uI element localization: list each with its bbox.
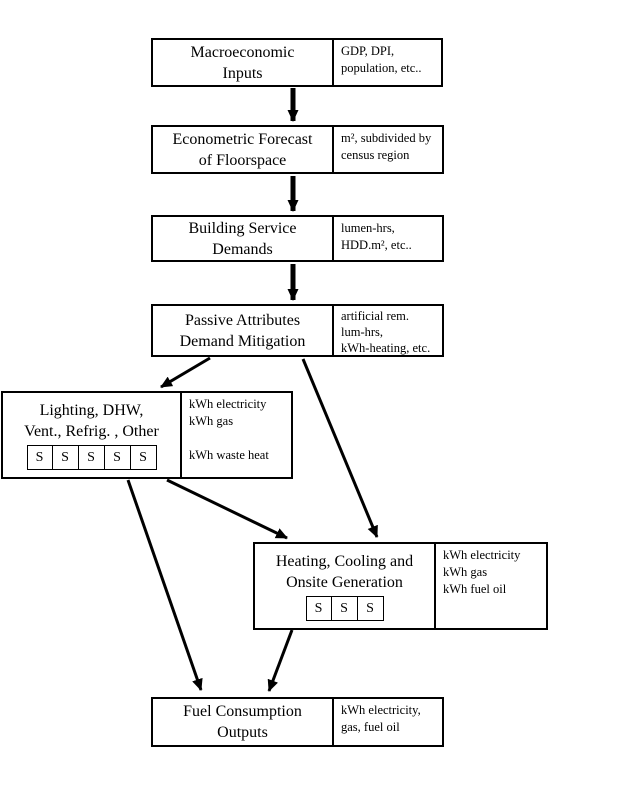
box-lighting-dhw-vent-refrig-other: Lighting, DHW, Vent., Refrig. , Other S … xyxy=(1,391,293,479)
side-label-line: artificial rem. xyxy=(341,309,410,323)
box-title: Inputs xyxy=(222,64,263,82)
passive-side-label: artificial rem. lum-hrs, kWh-heating, et… xyxy=(332,306,442,355)
box-title: Outputs xyxy=(217,724,268,741)
heating-side-label: kWh electricity kWh gas kWh fuel oil xyxy=(434,544,546,628)
arrow-lighting-to-heating xyxy=(166,478,288,540)
arrow-lighting-to-fuel xyxy=(126,479,203,691)
econometric-side-label: m², subdivided by census region xyxy=(332,127,442,172)
building-side-label: lumen-hrs, HDD.m², etc.. xyxy=(332,217,442,260)
fuel-side-label: kWh electricity, gas, fuel oil xyxy=(332,699,442,745)
side-label-line: kWh fuel oil xyxy=(443,582,507,596)
side-label-line xyxy=(189,430,284,447)
arrow-passive-to-heating xyxy=(301,358,379,538)
segment-cell: S xyxy=(305,596,332,621)
segment-cell: S xyxy=(130,445,157,470)
side-label-line: kWh electricity, xyxy=(341,703,421,717)
econometric-title-section: Econometric Forecast of Floorspace xyxy=(153,127,332,172)
side-label-line: lum-hrs, xyxy=(341,325,384,339)
side-label-line: kWh waste heat xyxy=(189,448,269,462)
segment-cell: S xyxy=(26,445,53,470)
side-label-line: population, etc.. xyxy=(341,61,422,75)
box-passive-attributes: Passive Attributes Demand Mitigation art… xyxy=(151,304,444,357)
box-title: of Floorspace xyxy=(198,151,287,169)
box-title: Econometric Forecast xyxy=(172,130,313,148)
lighting-side-label: kWh electricity kWh gas kWh waste heat xyxy=(180,393,291,477)
side-label-line: GDP, DPI, xyxy=(341,44,395,58)
box-title: Demands xyxy=(212,240,273,258)
heating-title-section: Heating, Cooling and Onsite Generation S… xyxy=(255,544,434,628)
box-fuel-consumption-outputs: Fuel Consumption Outputs kWh electricity… xyxy=(151,697,444,747)
box-title: Lighting, DHW, xyxy=(39,402,144,419)
lighting-segment-row: S S S S S xyxy=(26,445,157,470)
side-label-line: m², subdivided by xyxy=(341,131,432,145)
macroeconomic-side-label: GDP, DPI, population, etc.. xyxy=(332,40,441,85)
arrow-heating-to-fuel xyxy=(267,629,294,692)
box-title: Heating, Cooling and xyxy=(275,553,414,570)
side-label-line: HDD.m², etc.. xyxy=(341,238,412,252)
side-label-line: kWh gas xyxy=(189,414,234,428)
fuel-title-section: Fuel Consumption Outputs xyxy=(153,699,332,745)
box-building-service-demands: Building Service Demands lumen-hrs, HDD.… xyxy=(151,215,444,262)
macroeconomic-title-section: Macroeconomic Inputs xyxy=(153,40,332,85)
box-title: Fuel Consumption xyxy=(183,703,302,720)
passive-title-section: Passive Attributes Demand Mitigation xyxy=(153,306,332,355)
segment-cell: S xyxy=(331,596,358,621)
side-label-line: kWh gas xyxy=(443,565,488,579)
segment-cell: S xyxy=(52,445,79,470)
segment-cell: S xyxy=(104,445,131,470)
box-title: Passive Attributes xyxy=(184,311,301,329)
side-label-line: gas, fuel oil xyxy=(341,720,400,734)
box-title: Macroeconomic xyxy=(190,43,295,61)
lighting-title-section: Lighting, DHW, Vent., Refrig. , Other S … xyxy=(3,393,180,477)
box-macroeconomic-inputs: Macroeconomic Inputs GDP, DPI, populatio… xyxy=(151,38,443,87)
segment-cell: S xyxy=(78,445,105,470)
box-title: Vent., Refrig. , Other xyxy=(24,423,159,440)
box-title: Building Service xyxy=(188,219,297,237)
side-label-line: kWh electricity xyxy=(189,397,267,411)
box-heating-cooling-onsite-generation: Heating, Cooling and Onsite Generation S… xyxy=(253,542,548,630)
building-title-section: Building Service Demands xyxy=(153,217,332,260)
side-label-line: kWh electricity xyxy=(443,548,521,562)
side-label-line: census region xyxy=(341,148,410,162)
heating-segment-row: S S S xyxy=(305,596,384,621)
side-label-line: kWh-heating, etc. xyxy=(341,341,431,355)
box-econometric-forecast: Econometric Forecast of Floorspace m², s… xyxy=(151,125,444,174)
box-title: Onsite Generation xyxy=(286,574,403,591)
side-label-line: lumen-hrs, xyxy=(341,221,395,235)
segment-cell: S xyxy=(357,596,384,621)
box-title: Demand Mitigation xyxy=(179,332,306,350)
arrow-passive-to-lighting xyxy=(160,356,211,389)
